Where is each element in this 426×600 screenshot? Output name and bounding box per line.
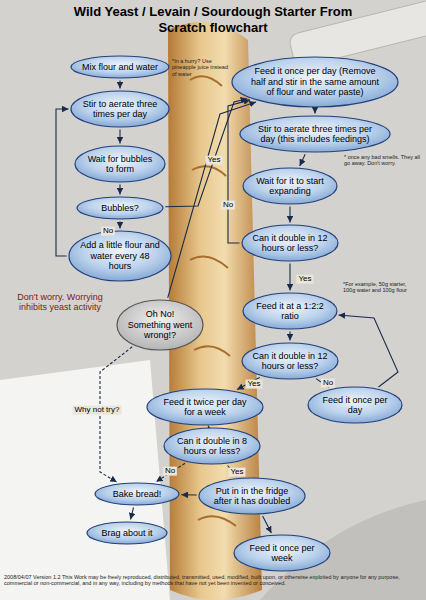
node-text: Bake bread! bbox=[104, 482, 171, 499]
node-text: Mix flour and water bbox=[81, 55, 159, 72]
flow-arrow bbox=[339, 315, 399, 387]
decision-ellipse: Can it double in 12 hours or less? bbox=[241, 342, 339, 380]
ellipse-shape bbox=[243, 168, 337, 204]
edge-label: Yes bbox=[205, 156, 222, 165]
flow-arrow bbox=[208, 426, 209, 428]
edge-label: No bbox=[101, 227, 115, 236]
node-text: Oh No! Something went wrong!? bbox=[126, 299, 195, 341]
flow-arrow bbox=[131, 508, 134, 520]
node-text: Brag about it bbox=[95, 521, 159, 538]
flow-arrow bbox=[289, 264, 290, 291]
ellipse-shape bbox=[243, 293, 337, 329]
process-ellipse: Wait for bubbles to form bbox=[74, 145, 166, 183]
node-text: Feed it at a 1:2:2 ratio bbox=[253, 292, 328, 321]
ellipse-shape bbox=[308, 387, 402, 423]
footnote: *In a hurry? Use pineapple juice instead… bbox=[172, 58, 230, 77]
dashed-connector bbox=[156, 463, 185, 482]
edge-label: Yes bbox=[228, 468, 245, 477]
license-note: 2008/04/07 Version 1.2 This Work may be … bbox=[4, 574, 422, 587]
flow-arrow bbox=[300, 154, 306, 166]
edge-label: Yes bbox=[245, 380, 262, 389]
ellipse-shape bbox=[69, 231, 171, 281]
ellipse-shape bbox=[77, 197, 163, 219]
process-ellipse: Stir to aerate three times per day (this… bbox=[239, 115, 391, 153]
flow-arrow bbox=[228, 100, 250, 243]
node-text: Can it double in 12 hours or less? bbox=[252, 224, 328, 253]
process-ellipse: Feed it at a 1:2:2 ratio bbox=[242, 292, 338, 330]
ellipse-shape bbox=[95, 483, 179, 505]
decision-ellipse: Can it double in 12 hours or less? bbox=[241, 224, 339, 262]
ellipse-shape bbox=[232, 57, 398, 107]
footnote: * once any bad smells. They all go away.… bbox=[344, 154, 422, 167]
flow-arrow bbox=[165, 99, 247, 207]
node-text: Can it double in 8 hours or less? bbox=[174, 427, 250, 456]
flow-arrow bbox=[289, 207, 290, 223]
process-ellipse: Mix flour and water bbox=[70, 55, 170, 79]
edge-label: No bbox=[163, 467, 177, 476]
process-ellipse: Feed it twice per day for a week bbox=[146, 388, 264, 426]
node-text: Feed it twice per day for a week bbox=[159, 388, 251, 417]
ellipse-shape bbox=[234, 535, 330, 571]
flow-arrow bbox=[119, 81, 120, 89]
flow-arrow bbox=[119, 130, 120, 144]
ellipse-shape bbox=[71, 91, 169, 127]
node-text: Wait for bubbles to form bbox=[84, 145, 156, 174]
warning-ellipse: Oh No! Something went wrong!? bbox=[116, 299, 204, 351]
edge-label: Why not try? bbox=[73, 406, 122, 415]
ellipse-shape bbox=[242, 343, 338, 379]
flow-arrow bbox=[119, 222, 120, 229]
flow-arrow bbox=[56, 109, 69, 256]
node-text: Wait for it to start expanding bbox=[253, 167, 328, 196]
end-ellipse: Brag about it bbox=[86, 521, 168, 545]
node-text: Feed it once per day bbox=[318, 386, 393, 415]
node-text: Feed it once per day (Remove half and st… bbox=[250, 56, 381, 98]
process-ellipse: Feed it once per day bbox=[307, 386, 403, 424]
ellipse-shape bbox=[87, 522, 167, 544]
napkin bbox=[0, 360, 170, 600]
ellipse-shape bbox=[71, 56, 169, 78]
node-text: Stir to aerate three times per day (this… bbox=[256, 115, 375, 144]
edge-label: No bbox=[221, 201, 235, 210]
edge-label: Yes bbox=[296, 275, 313, 284]
process-ellipse: Wait for it to start expanding bbox=[242, 167, 338, 205]
ellipse-shape bbox=[240, 116, 390, 152]
node-text: Feed it once per week bbox=[244, 534, 320, 563]
node-text: Add a little flour and water every 48 ho… bbox=[80, 230, 161, 272]
flow-arrow bbox=[314, 110, 315, 114]
node-text: Put in in the fridge after it has double… bbox=[210, 477, 294, 506]
node-text: Can it double in 12 hours or less? bbox=[252, 342, 328, 371]
process-ellipse: Feed it once per week bbox=[233, 534, 331, 572]
flow-arrow bbox=[181, 494, 196, 495]
flow-arrow bbox=[263, 516, 272, 533]
edge-label: No bbox=[321, 379, 335, 388]
decision-ellipse: Can it double in 8 hours or less? bbox=[163, 427, 261, 465]
flow-arrow bbox=[289, 332, 290, 341]
process-ellipse: Put in in the fridge after it has double… bbox=[198, 477, 306, 515]
chart-title: Wild Yeast / Levain / Sourdough Starter … bbox=[73, 4, 353, 35]
process-ellipse: Feed it once per day (Remove half and st… bbox=[231, 56, 399, 108]
process-ellipse: Add a little flour and water every 48 ho… bbox=[68, 230, 172, 282]
ellipse-shape bbox=[75, 146, 165, 182]
ellipse-shape bbox=[164, 428, 260, 464]
decision-ellipse: Bubbles? bbox=[76, 196, 164, 220]
process-ellipse: Stir to aerate three times per day bbox=[70, 90, 170, 128]
footnote: *For example, 50g starter, 100g water an… bbox=[343, 281, 413, 294]
ellipse-shape bbox=[242, 225, 338, 261]
ellipse-shape bbox=[117, 300, 203, 350]
node-text: Bubbles? bbox=[86, 196, 155, 213]
advice-note: Don't worry. Worrying inhibits yeast act… bbox=[14, 292, 106, 313]
ellipse-shape bbox=[199, 478, 305, 514]
ellipse-shape bbox=[147, 389, 263, 425]
end-ellipse: Bake bread! bbox=[94, 482, 180, 506]
flow-arrow bbox=[119, 185, 120, 195]
node-text: Stir to aerate three times per day bbox=[81, 90, 159, 119]
